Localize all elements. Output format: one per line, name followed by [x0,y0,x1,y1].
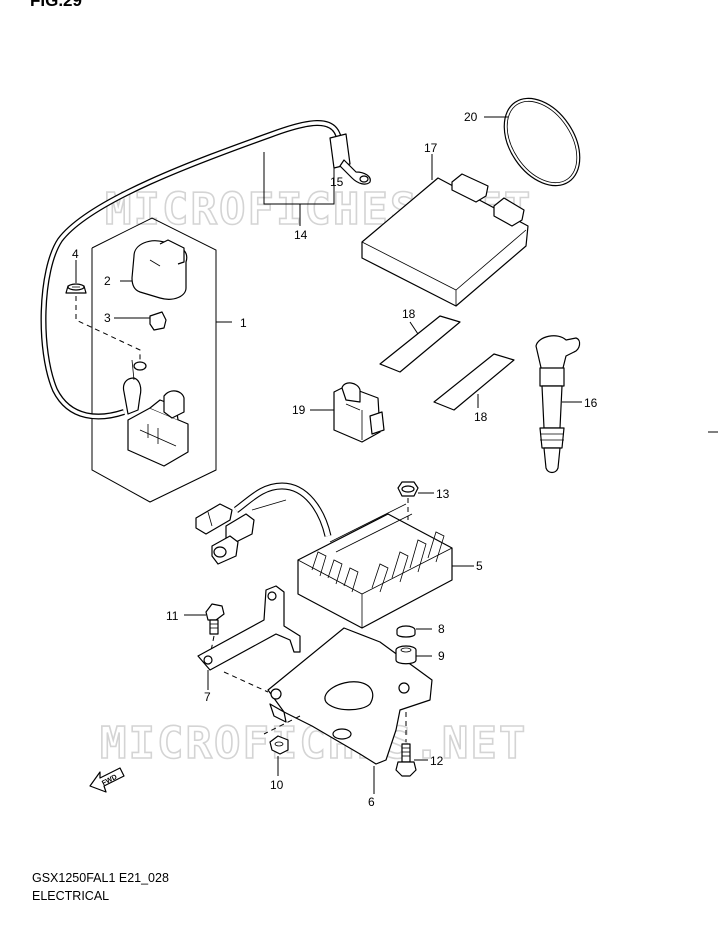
callout-12: 12 [430,754,444,768]
callout-18-lower: 18 [474,410,488,424]
relay-clip [114,311,167,331]
callout-11: 11 [166,609,179,623]
callout-10: 10 [270,778,284,792]
seal-ring [484,97,581,187]
ecu-unit [361,154,529,307]
footer-model-code: GSX1250FAL1 E21_028 [32,871,169,885]
callout-2: 2 [104,274,111,288]
forward-arrow-icon: FWD [89,767,125,793]
callout-1: 1 [240,316,247,330]
mounting-plate [263,627,433,794]
regulator-nut [397,481,434,520]
regulator-rectifier [297,503,474,629]
grommet [396,625,432,638]
callout-5: 5 [476,559,483,573]
callout-4: 4 [72,247,79,261]
callout-8: 8 [438,622,445,636]
callout-15: 15 [330,175,344,189]
relay-cover [120,239,188,300]
footer-section-title: ELECTRICAL [32,889,110,903]
callout-13: 13 [436,487,450,501]
battery-cable [40,120,371,420]
rubber-pad-lower [433,353,515,411]
callout-9: 9 [438,649,445,663]
ignition-coil [535,335,582,474]
callout-7: 7 [204,690,211,704]
plate-bolt-front [269,735,289,776]
callout-17: 17 [424,141,438,155]
callout-16: 16 [584,396,598,410]
damper [395,645,432,665]
relay-assembly-outline [91,217,232,503]
callout-14: 14 [294,228,308,242]
plate-bolt [395,712,428,777]
callout-6: 6 [368,795,375,809]
relay-bolt [65,260,141,368]
figure-title: FIG.29 [30,0,82,10]
callout-20: 20 [464,110,478,124]
regulator-bracket [197,585,301,693]
regulator-harness [195,482,332,565]
rubber-pad-upper [379,315,461,373]
callout-18-upper: 18 [402,307,416,321]
bracket-bolt [184,603,225,657]
starter-relay [122,359,189,467]
callout-3: 3 [104,311,111,325]
connector-block [310,382,385,443]
callout-19: 19 [292,403,306,417]
